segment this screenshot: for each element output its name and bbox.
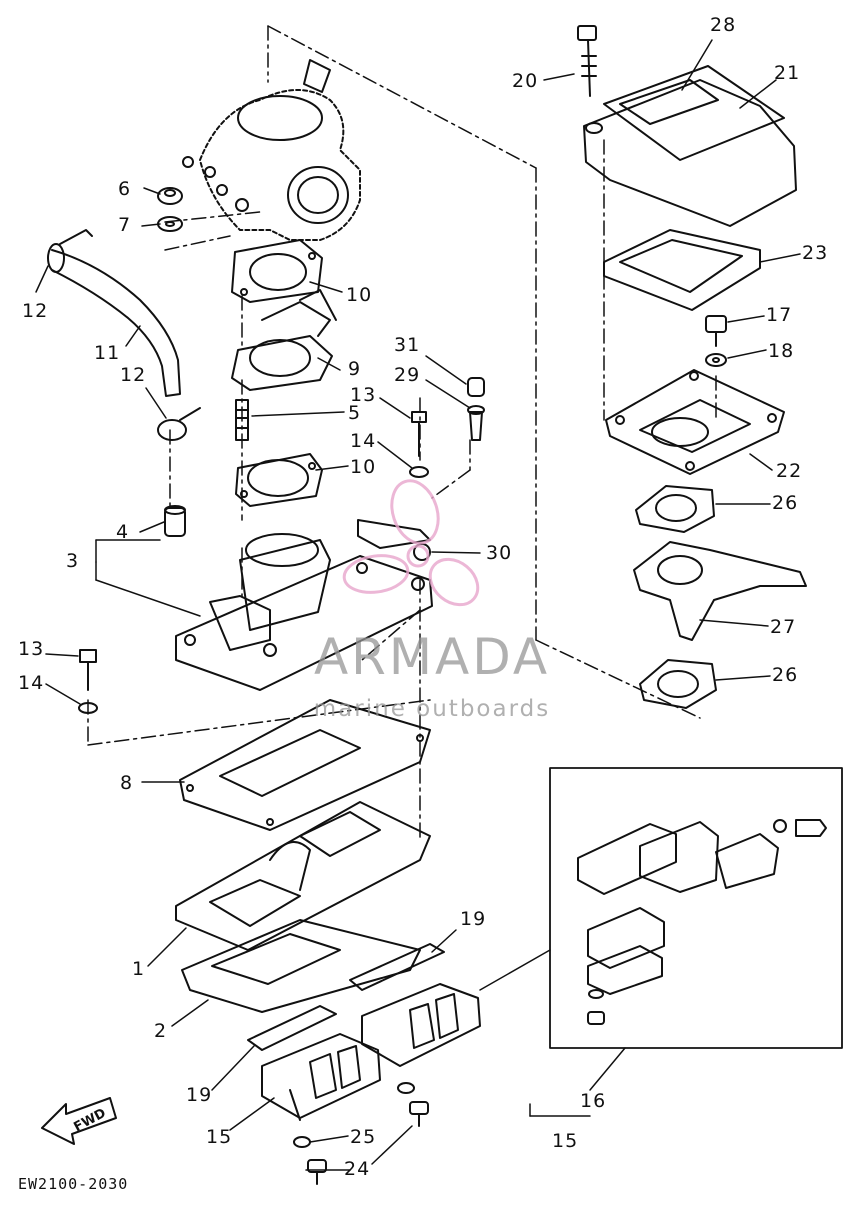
callout-19-left: 19 [186,1084,213,1106]
callout-15-right: 15 [552,1130,579,1152]
silencer-cover-21 [583,65,797,227]
clamp-12-lower [157,407,201,441]
callout-21: 21 [774,62,801,84]
callout-3: 3 [66,550,80,572]
watermark-propeller-icon [342,479,480,607]
callout-7: 7 [118,214,132,236]
callout-10-upper: 10 [346,284,373,306]
callout-12-upper: 12 [22,300,49,322]
screw-24 [307,1101,429,1185]
callout-13-left: 13 [18,638,45,660]
gasket-26-upper [635,485,715,533]
watermark-brand: ARMADA [313,628,551,686]
bracket-27 [633,541,807,641]
nut-6 [157,187,183,205]
callout-17: 17 [766,304,793,326]
callout-15-left: 15 [206,1126,233,1148]
callout-26-lower: 26 [772,664,799,686]
callout-6: 6 [118,178,132,200]
callout-27: 27 [770,616,797,638]
callout-16: 16 [580,1090,607,1112]
reed-plate-19-left [247,1005,337,1051]
callout-23: 23 [802,242,829,264]
bolt-13-right [411,411,427,457]
gasket-2 [181,919,421,1013]
callout-8: 8 [120,772,134,794]
bolt-13-left [79,649,97,691]
stud-5 [235,399,249,441]
bracket-30 [357,519,431,561]
callout-30: 30 [486,542,513,564]
bolt-20 [577,25,597,97]
reed-body-1 [175,801,431,951]
bolt-17 [705,315,727,347]
intake-manifold-3 [175,533,433,691]
callout-29: 29 [394,364,421,386]
washer-18 [705,353,727,367]
callout-20: 20 [512,70,539,92]
reed-detail-inset-16 [549,767,843,1049]
callout-4: 4 [116,521,130,543]
callout-22: 22 [776,460,803,482]
watermark-tagline: marine outboards [313,696,551,722]
callout-5: 5 [348,402,362,424]
inset-pointer [479,949,626,1117]
gasket-8 [179,699,431,831]
gasket-10-upper [231,239,323,303]
engine-head-outline [182,59,361,241]
fitting-29 [467,405,485,441]
callout-31: 31 [394,334,421,356]
callout-14-right: 14 [350,430,377,452]
cap-31 [467,377,485,397]
gasket-26-lower [639,659,717,709]
callout-18: 18 [768,340,795,362]
figure-code: EW2100-2030 [18,1175,129,1193]
insulator-9 [231,289,337,391]
clamp-12-upper [47,229,93,273]
reed-plate-19-right [349,943,445,991]
gasket-10-lower [235,453,323,507]
callout-14-left: 14 [18,672,45,694]
hose-11 [51,249,181,397]
callout-10-lower: 10 [350,456,377,478]
callout-1: 1 [132,958,146,980]
reed-valve-15-right [361,983,481,1067]
fwd-arrow [41,1097,117,1145]
silencer-base-22 [605,369,785,475]
callout-19-right: 19 [460,908,487,930]
alignment-lines [87,25,717,841]
callout-25: 25 [350,1126,377,1148]
callout-28: 28 [710,14,737,36]
leader-lines [35,39,801,1171]
callout-26-upper: 26 [772,492,799,514]
gasket-23 [603,229,761,311]
washer-7 [157,216,183,232]
washer-14-left [78,702,98,714]
washer-14-right [409,466,429,478]
callout-9: 9 [348,358,362,380]
reed-valve-15-left [261,1033,381,1121]
callout-24: 24 [344,1158,371,1180]
callout-12-lower: 12 [120,364,147,386]
fitting-4 [164,505,186,537]
callout-2: 2 [154,1020,168,1042]
callout-11: 11 [94,342,121,364]
callout-13-right: 13 [350,384,377,406]
